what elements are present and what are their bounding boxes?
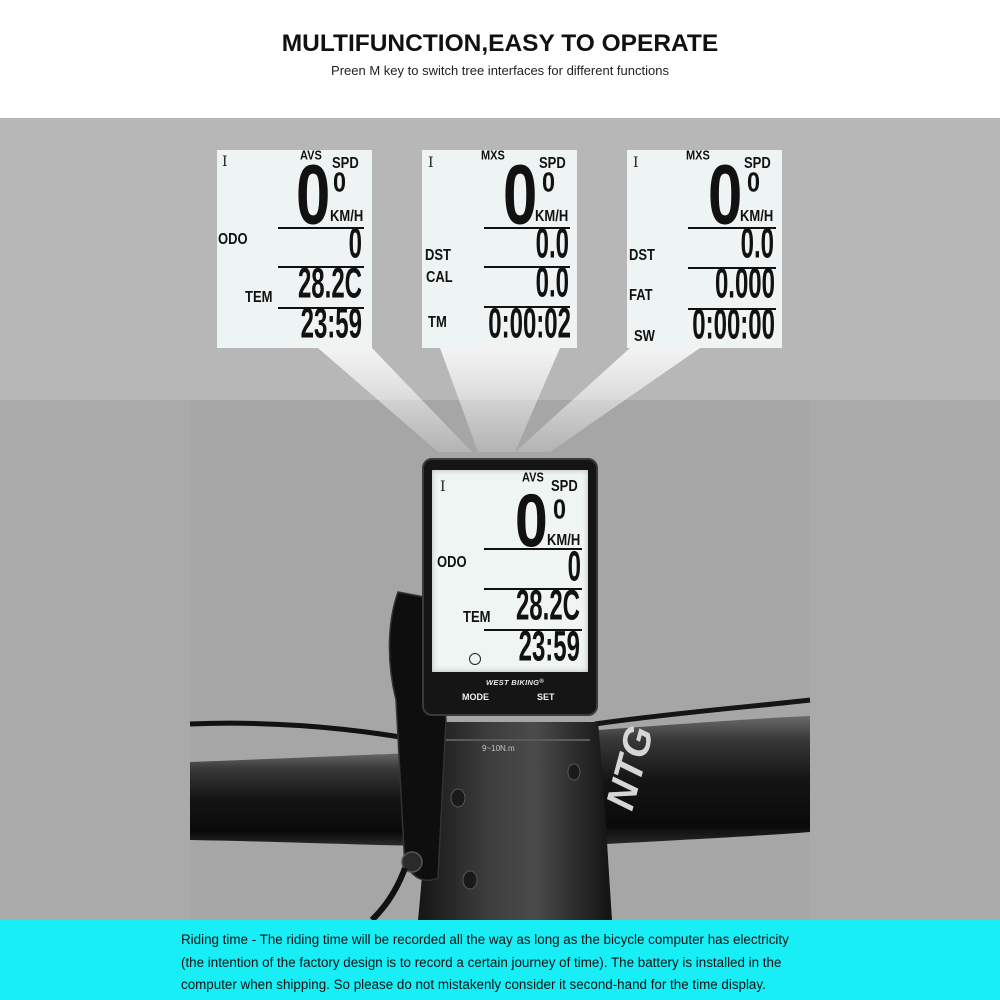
speed-decimal: 0 [333,166,347,198]
divider [688,267,776,269]
divider [484,548,582,550]
divider [484,588,582,590]
speed-unit: KM/H [535,206,569,225]
speed-label: SPD [744,153,771,172]
lcd-status-icon: I [440,479,446,495]
row-label: TEM [245,287,273,306]
stem-bolt [462,870,478,890]
divider [278,227,364,229]
speed-mode-label: MXS [686,148,710,164]
cable-lower [369,866,408,923]
row-label: CAL [426,267,453,286]
row-label: DST [629,245,655,264]
row-label: ODO [437,552,467,571]
handlebar-right [570,716,810,846]
divider [688,308,776,310]
row-label: SW [634,326,655,345]
divider [484,266,570,268]
lcd-panel-distance-calories: I MXS SPD 0 0 KM/H DST 0.0 CAL 0.0 TM 0:… [422,147,577,348]
page-title: MULTIFUNCTION,EASY TO OPERATE [281,30,719,57]
speed-value: 0 [503,147,538,242]
speed-label: SPD [539,153,566,172]
lcd-status-icon: I [222,154,228,170]
row-value: 28.2C [515,582,580,630]
row-label: DST [425,245,451,264]
speed-unit: KM/H [330,206,364,225]
circle-indicator-icon [469,653,481,665]
light-beam-center [440,348,560,452]
description-band: Riding time - The riding time will be re… [0,920,1000,1000]
speed-value: 0 [708,147,743,242]
lcd-panel-distance-fat: I MXS SPD 0 0 KM/H DST 0.0 FAT 0.000 SW … [627,147,782,349]
row-value: 28.2C [297,260,362,308]
light-beam-right [515,348,700,452]
page-subtitle: Preen M key to switch tree interfaces fo… [331,63,669,78]
speed-value: 0 [515,477,548,563]
row-value: 0.0 [535,259,569,307]
speed-value: 0 [296,147,331,242]
stem-torque-label: 9~10N.m [482,744,515,753]
lcd-status-icon: I [428,155,434,171]
speed-unit: KM/H [740,206,774,225]
row-label: ODO [218,229,248,248]
row-value: 0:00:00 [692,301,775,349]
divider [688,227,776,229]
description-line: (the intention of the factory design is … [181,954,782,970]
stem [418,722,612,920]
speed-mode-label: AVS [522,470,544,486]
speed-decimal: 0 [747,166,761,198]
stem-bolt [450,788,466,808]
row-value: 0 [567,543,581,591]
speed-label: SPD [332,153,359,172]
speed-mode-label: MXS [481,148,505,164]
stem-bolt [567,763,581,781]
description-line: computer when shipping. So please do not… [181,977,766,992]
header: MULTIFUNCTION,EASY TO OPERATE Preen M ke… [0,0,1000,118]
speed-decimal: 0 [542,166,556,198]
device-screen: I AVS SPD 0 0 KM/H ODO 0 28.2C TEM 23:59 [432,470,588,672]
row-label: TM [428,312,447,331]
row-label: FAT [629,285,653,304]
row-value: 23:59 [300,300,362,348]
light-beam-left [318,348,472,452]
row-value: 0 [348,220,362,268]
divider [484,227,570,229]
divider [484,629,582,631]
row-value: 0.0 [535,220,569,268]
divider [278,307,364,309]
bike-computer-device: I AVS SPD 0 0 KM/H ODO 0 28.2C TEM 23:59… [422,458,598,716]
description-line: Riding time - The riding time will be re… [181,932,789,947]
brand-logo: WEST BIKING® [486,679,544,687]
row-value: 0.0 [740,220,774,268]
divider [484,306,570,308]
cable-left [189,720,419,743]
speed-unit: KM/H [547,530,581,549]
row-label: TEM [463,607,491,626]
speed-mode-label: AVS [300,148,322,164]
cable-right [594,697,811,727]
brand-name: WEST BIKING [486,678,540,687]
divider [278,266,364,268]
mode-button-label: MODE [462,692,489,702]
mount-bolt [401,851,423,873]
handlebar-left [190,752,445,846]
speed-label: SPD [551,476,578,495]
row-value: 23:59 [518,623,580,671]
set-button-label: SET [537,692,555,702]
registered-mark: ® [539,679,545,685]
speed-decimal: 0 [553,493,567,525]
lcd-panel-odometer: I AVS SPD 0 0 KM/H ODO 0 28.2C TEM 23:59 [217,147,372,348]
lcd-status-icon: I [633,155,639,171]
row-value: 0.000 [714,260,775,308]
row-value: 0:00:02 [488,300,571,348]
